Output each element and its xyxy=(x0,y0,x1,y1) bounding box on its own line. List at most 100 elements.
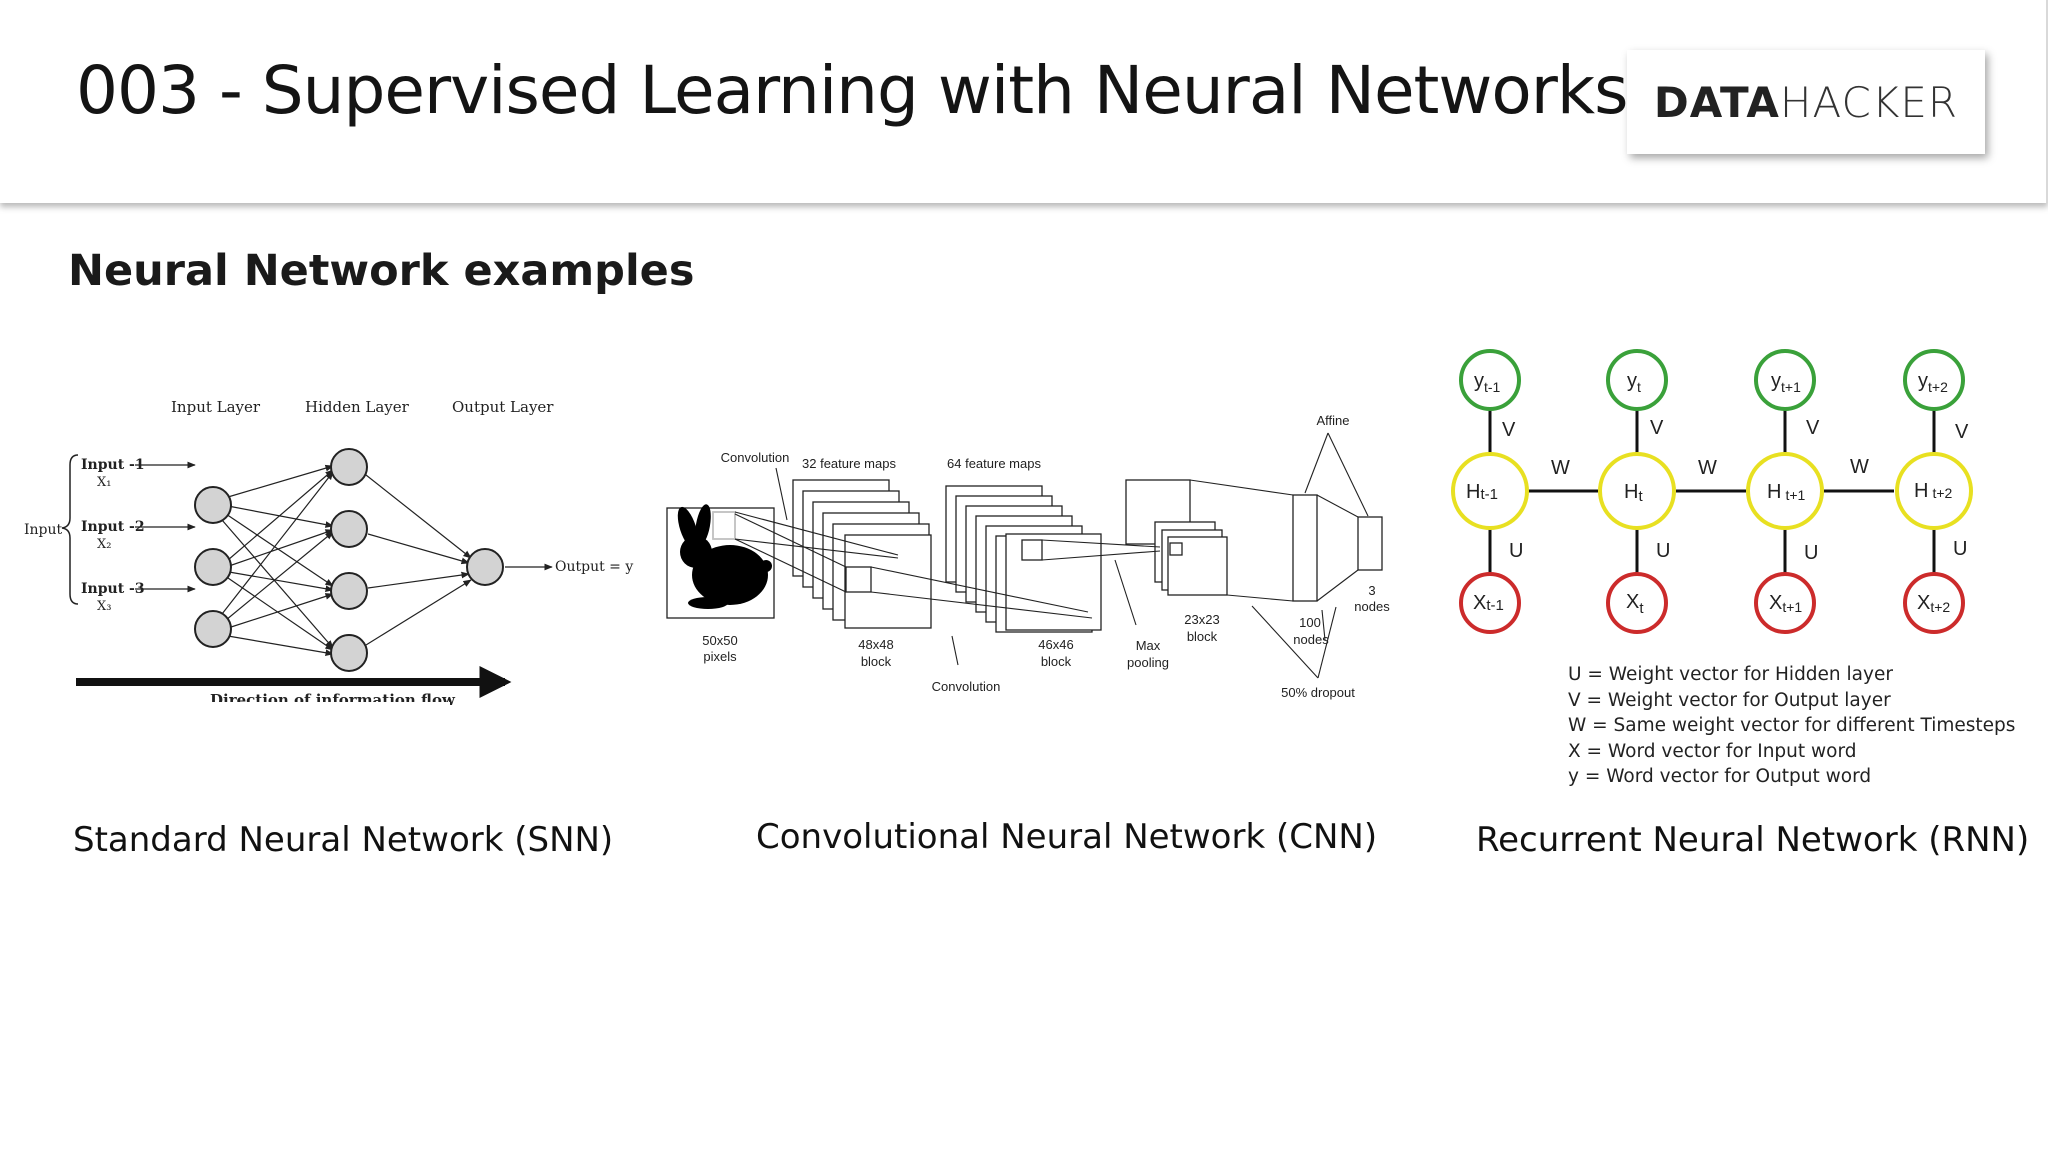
snn-input-node xyxy=(194,486,232,524)
cnn-shapes xyxy=(666,479,1383,633)
rnn-y-label: y xyxy=(1918,370,1928,392)
svg-text:yt-1: yt-1 xyxy=(1474,370,1501,395)
rnn-output-node xyxy=(1459,349,1521,411)
legend-line: y = Word vector for Output word xyxy=(1568,766,1872,787)
rnn-x-label: X xyxy=(1473,592,1486,614)
rnn-v-weight-label: V xyxy=(1650,417,1664,439)
rnn-h-label: H xyxy=(1624,481,1638,503)
svg-text:yt: yt xyxy=(1627,370,1641,395)
snn-caption: Standard Neural Network (SNN) xyxy=(73,820,614,860)
rnn-x-subscript: t+1 xyxy=(1782,599,1802,615)
cnn-pixels-label: pixels xyxy=(703,649,737,664)
snn-output-layer-label: Output Layer xyxy=(452,398,554,416)
rnn-hidden-node xyxy=(1746,452,1824,530)
input-brace xyxy=(61,454,79,605)
rnn-output-node xyxy=(1754,349,1816,411)
cnn-max-label: Max xyxy=(1136,638,1161,653)
snn-input1-label: Input -1 xyxy=(81,457,145,473)
svg-text:yt+1: yt+1 xyxy=(1771,370,1801,395)
rnn-y-subscript: t-1 xyxy=(1484,379,1501,395)
slide-title: 003 - Supervised Learning with Neural Ne… xyxy=(76,52,1629,129)
cnn-projection-lines xyxy=(734,432,1369,679)
snn-nodes xyxy=(194,448,504,672)
legend-line: X = Word vector for Input word xyxy=(1568,740,1857,762)
cnn-convolution-bottom-label: Convolution xyxy=(932,679,1001,694)
legend-line: W = Same weight vector for different Tim… xyxy=(1568,715,2016,736)
cnn-32-maps-label: 32 feature maps xyxy=(802,456,896,471)
svg-text:Xt: Xt xyxy=(1626,591,1644,617)
snn-hidden-node xyxy=(330,634,368,672)
rnn-x-label: X xyxy=(1626,591,1639,613)
cnn-46-block-size: 46x46 xyxy=(1038,637,1073,652)
cnn-convolution-top-label: Convolution xyxy=(721,450,790,465)
rnn-h-subscript: t-1 xyxy=(1480,486,1498,503)
cnn-64-maps-label: 64 feature maps xyxy=(947,456,1041,471)
snn-input-layer-label: Input Layer xyxy=(171,398,261,416)
rnn-output-node xyxy=(1903,349,1965,411)
snn-diagram: Input Layer Hidden Layer Output Layer In… xyxy=(24,398,633,710)
rnn-x-subscript: t xyxy=(1639,600,1644,617)
cnn-23-block-size: 23x23 xyxy=(1184,612,1219,627)
cnn-dropout-label: 50% dropout xyxy=(1281,685,1355,700)
svg-text:Ht-1: Ht-1 xyxy=(1466,481,1498,503)
cnn-caption: Convolutional Neural Network (CNN) xyxy=(756,817,1378,857)
rabbit-icon xyxy=(677,504,772,609)
svg-text:yt+2: yt+2 xyxy=(1918,370,1948,395)
svg-text:Ht+2: Ht+2 xyxy=(1914,480,1953,502)
cnn-100-nodes-count: 100 xyxy=(1299,615,1321,630)
svg-text:Ht: Ht xyxy=(1624,481,1643,505)
rnn-v-weight-label: V xyxy=(1806,417,1820,439)
rnn-y-label: y xyxy=(1771,370,1781,392)
snn-x3-label: X₃ xyxy=(97,599,111,614)
rnn-h-label: H xyxy=(1466,481,1480,503)
svg-text:Ht+1: Ht+1 xyxy=(1767,481,1806,503)
snn-connections xyxy=(135,461,553,657)
legend-line: V = Weight vector for Output layer xyxy=(1568,689,1891,711)
rnn-hidden-node xyxy=(1598,452,1676,530)
snn-input-label: Input xyxy=(24,522,63,538)
svg-text:Xt-1: Xt-1 xyxy=(1473,592,1504,614)
rnn-input-node xyxy=(1903,572,1965,634)
rnn-v-weight-label: V xyxy=(1955,421,1969,443)
logo-bold-text: DATA xyxy=(1653,77,1780,127)
rnn-v-weight-label: V xyxy=(1502,419,1516,441)
snn-output-node xyxy=(466,548,504,586)
snn-hidden-node xyxy=(330,572,368,610)
rnn-legend: U = Weight vector for Hidden layer V = W… xyxy=(1568,662,2015,790)
logo-light-text: HACKER xyxy=(1779,77,1959,127)
snn-hidden-layer-label: Hidden Layer xyxy=(305,398,410,416)
svg-text:Xt+1: Xt+1 xyxy=(1769,592,1802,615)
rnn-w-weight-label: W xyxy=(1698,457,1717,479)
rnn-y-label: y xyxy=(1627,370,1637,392)
snn-input2-label: Input -2 xyxy=(81,519,145,535)
rnn-output-node xyxy=(1606,349,1668,411)
cnn-pooling-label: pooling xyxy=(1127,655,1169,670)
snn-input3-label: Input -3 xyxy=(81,581,145,597)
snn-hidden-node xyxy=(330,448,368,486)
rnn-h-subscript: t+2 xyxy=(1932,485,1952,501)
rnn-x-subscript: t+2 xyxy=(1930,599,1950,615)
rnn-h-subscript: t xyxy=(1638,488,1643,505)
cnn-48-block-label: block xyxy=(861,654,892,669)
rnn-h-label: H xyxy=(1914,480,1928,502)
rnn-y-label: y xyxy=(1474,370,1484,392)
cnn-diagram: Convolution 32 feature maps 64 feature m… xyxy=(666,413,1390,700)
snn-hidden-node xyxy=(330,510,368,548)
rnn-x-subscript: t-1 xyxy=(1486,597,1504,614)
rnn-u-weight-label: U xyxy=(1804,542,1818,564)
rnn-u-weight-label: U xyxy=(1509,540,1523,562)
rnn-w-weight-label: W xyxy=(1551,457,1570,479)
cnn-3-nodes-count: 3 xyxy=(1368,583,1375,598)
cnn-48-block-size: 48x48 xyxy=(858,637,893,652)
cnn-affine-label: Affine xyxy=(1316,413,1349,428)
rnn-x-label: X xyxy=(1769,592,1782,614)
rnn-input-node xyxy=(1459,572,1521,634)
cnn-46-block-label: block xyxy=(1041,654,1072,669)
rnn-x-label: X xyxy=(1917,592,1930,614)
rnn-w-weight-label: W xyxy=(1850,456,1869,478)
section-subtitle: Neural Network examples xyxy=(68,246,695,296)
rnn-caption: Recurrent Neural Network (RNN) xyxy=(1476,820,2030,860)
cnn-pixels-size-label: 50x50 xyxy=(702,633,737,648)
